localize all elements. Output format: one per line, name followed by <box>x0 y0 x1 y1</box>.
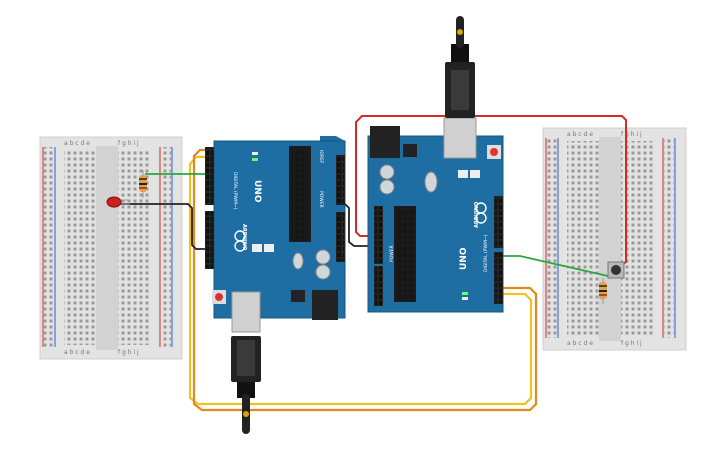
led[interactable] <box>106 196 130 208</box>
bb-right-col-top: a b c d e <box>567 131 593 138</box>
left-board-uno: UNO <box>252 180 262 203</box>
bb-left-col-top2: f g h i j <box>118 140 139 147</box>
usb-cable-right[interactable] <box>445 16 475 118</box>
left-board-ioref-label: IOREF <box>318 150 324 164</box>
arduino-left[interactable]: UNO ARDUINO DIGITAL (PWM~) POWER IOREF <box>205 136 346 333</box>
wire-orange[interactable] <box>192 148 538 412</box>
pushbutton[interactable] <box>607 261 625 279</box>
resistor-left[interactable] <box>139 170 147 198</box>
right-board-digital-label: DIGITAL (PWM~) <box>483 234 489 272</box>
bb-left-col-bottom2: f g h i j <box>118 349 139 356</box>
breadboard-right[interactable]: a b c d e f g h i j a b c d e f g h i j <box>542 127 687 351</box>
left-arduino-logo-icon <box>234 230 246 252</box>
wire-black-left[interactable] <box>118 203 213 250</box>
bb-right-col-bottom2: f g h i j <box>621 340 642 347</box>
bb-left-col-top: a b c d e <box>64 140 90 147</box>
bb-right-col-bottom: a b c d e <box>567 340 593 347</box>
left-board-digital-label: DIGITAL (PWM~) <box>232 172 238 210</box>
resistor-right[interactable] <box>599 278 607 304</box>
usb-cable-left[interactable] <box>231 336 261 434</box>
arduino-right[interactable]: UNO ARDUINO DIGITAL (PWM~) POWER <box>367 117 504 313</box>
left-board-brand: ARDUINO <box>241 224 247 250</box>
wire-green-right[interactable] <box>503 255 609 277</box>
left-board-power-label: POWER <box>318 191 324 208</box>
breadboard-left[interactable]: a b c d e f g h i j a b c d e f g h i j <box>39 136 183 360</box>
bb-right-col-top2: f g h i j <box>621 131 642 138</box>
right-arduino-logo-icon <box>475 202 487 224</box>
right-board-uno: UNO <box>459 247 469 270</box>
right-board-power-label: POWER <box>389 245 395 262</box>
wire-red[interactable] <box>355 115 627 269</box>
bb-left-col-bottom: a b c d e <box>64 349 90 356</box>
